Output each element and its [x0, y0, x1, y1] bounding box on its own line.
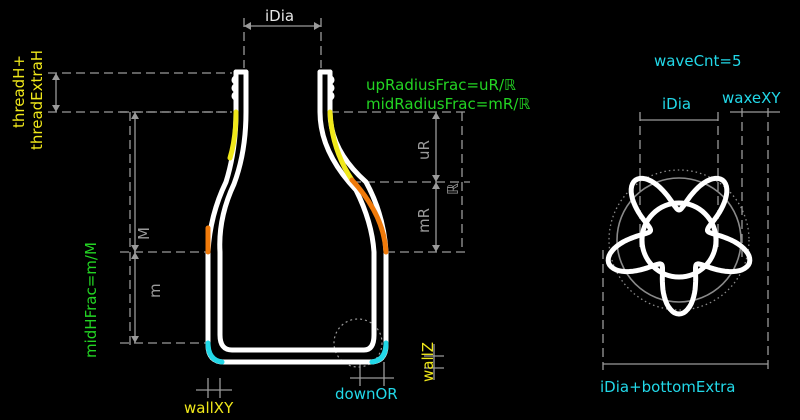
thread-extra-h-label: threadExtraH	[28, 50, 46, 150]
wall-xy-label: wallXY	[184, 399, 234, 417]
big-m-label: M	[135, 227, 153, 240]
left-height-dimensions	[120, 111, 232, 345]
bottle-outline	[205, 69, 389, 365]
wall-z-label: wallZ	[419, 342, 437, 382]
up-radius-frac-label: upRadiusFrac=uR/ℝ	[366, 76, 516, 94]
mid-radius-frac-label: midRadiusFrac=mR/ℝ	[366, 95, 530, 113]
top-view-dimensions	[602, 108, 780, 370]
ur-label: uR	[415, 140, 433, 160]
waxe-xy-label: waxeXY	[722, 89, 781, 107]
radius-dimensions	[330, 111, 470, 253]
idia-top-label: iDia	[265, 7, 294, 25]
mid-h-frac-label: midHFrac=m/M	[82, 242, 100, 358]
wave-cnt-label: waveCnt=5	[654, 52, 742, 70]
down-or-label: downOR	[335, 385, 398, 403]
down-or-dimension	[333, 318, 394, 386]
small-m-label: m	[146, 283, 164, 298]
mr-label: mR	[415, 208, 433, 233]
thread-height-dimension	[48, 72, 232, 113]
idia-bottom-extra-label: iDia+bottomExtra	[600, 378, 736, 396]
thread-h-label: threadH+	[10, 55, 28, 128]
idia-top-dimension	[243, 18, 322, 68]
top-view-shape	[605, 169, 753, 317]
wall-z-dimension	[424, 344, 444, 380]
wall-xy-dimension	[196, 378, 232, 398]
big-r-label: ℝ	[444, 183, 462, 195]
idia-right-label: iDia	[662, 95, 691, 113]
